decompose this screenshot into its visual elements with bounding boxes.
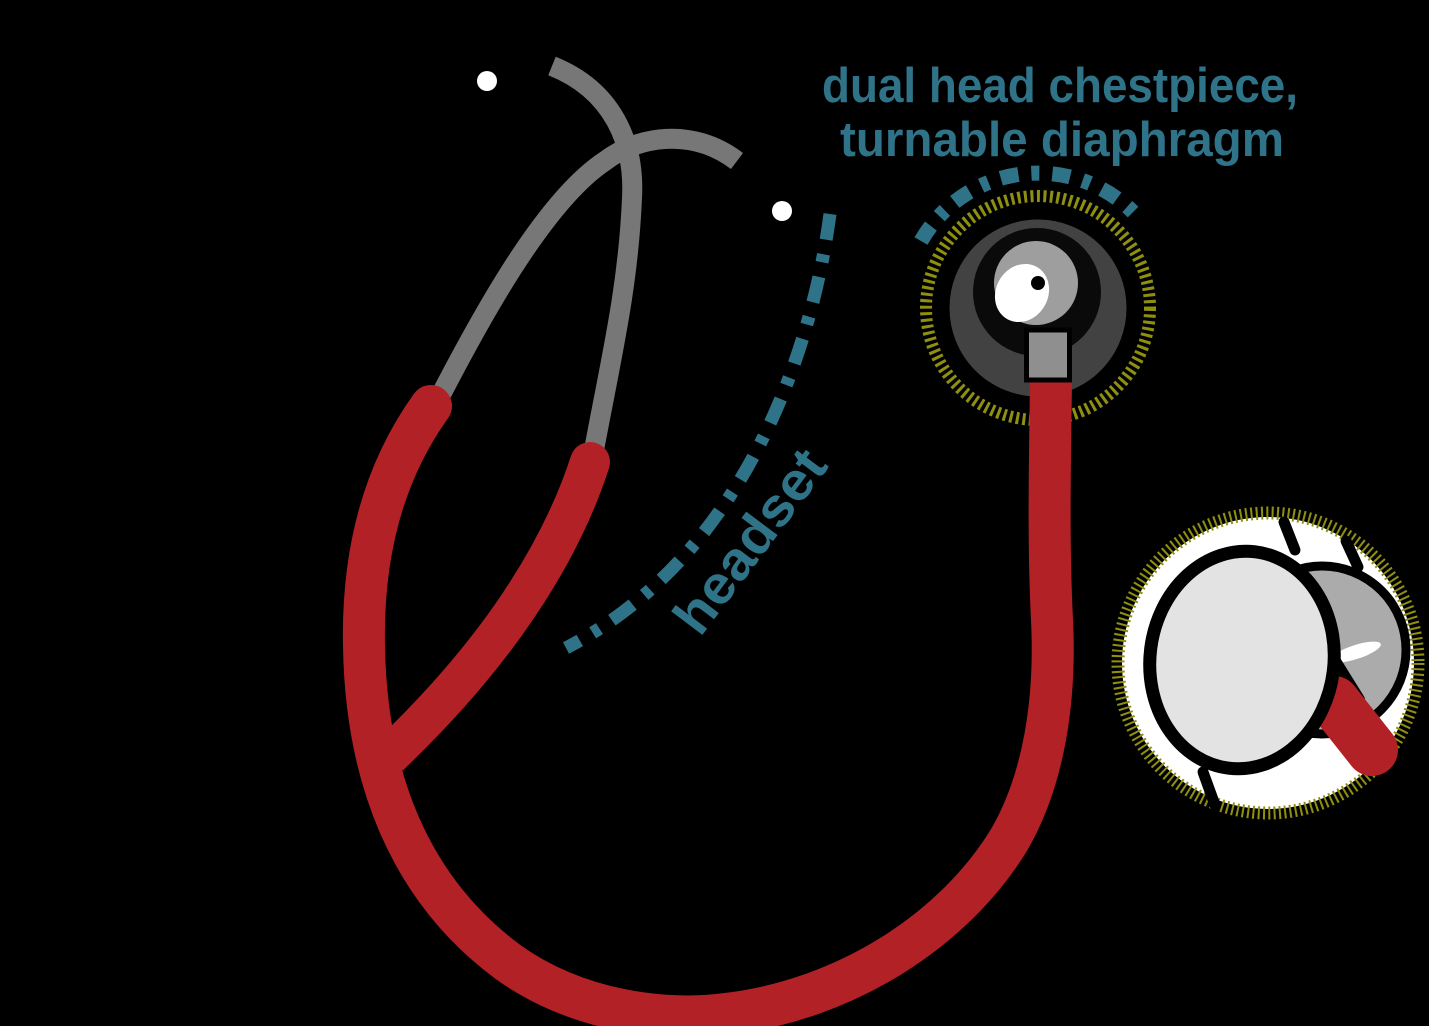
ear-tube-right <box>548 56 643 468</box>
chestpiece-title: dual head chestpiece, turnable diaphragm <box>822 59 1298 167</box>
rotation-tick-2 <box>1340 535 1364 573</box>
ear-tip-dot-right <box>772 201 792 221</box>
ear-tube-left <box>423 128 744 417</box>
diaphragm-center-dot <box>1031 276 1045 290</box>
diaphragm-head <box>1143 544 1341 776</box>
rotation-tick-3 <box>1197 766 1221 811</box>
chestpiece <box>994 241 1078 383</box>
ear-tubes <box>423 56 792 468</box>
main-tubing-loop <box>342 359 1074 1026</box>
chestpiece-stem <box>1024 327 1072 383</box>
magnified-detail <box>1111 506 1425 820</box>
tubing <box>342 359 1074 1026</box>
detail-tubing-stub <box>1308 676 1398 776</box>
bell-highlight <box>1331 641 1381 663</box>
ear-tip-dot-left <box>477 71 497 91</box>
detail-circle-stitched-border <box>1111 506 1425 820</box>
rotation-tick-1 <box>1278 516 1301 556</box>
binaural-tube-right <box>370 442 610 775</box>
chestpiece-callout-arc <box>914 165 1141 245</box>
chestpiece-title-line1: dual head chestpiece, <box>822 59 1298 113</box>
chestpiece-title-line2: turnable diaphragm <box>840 113 1284 167</box>
